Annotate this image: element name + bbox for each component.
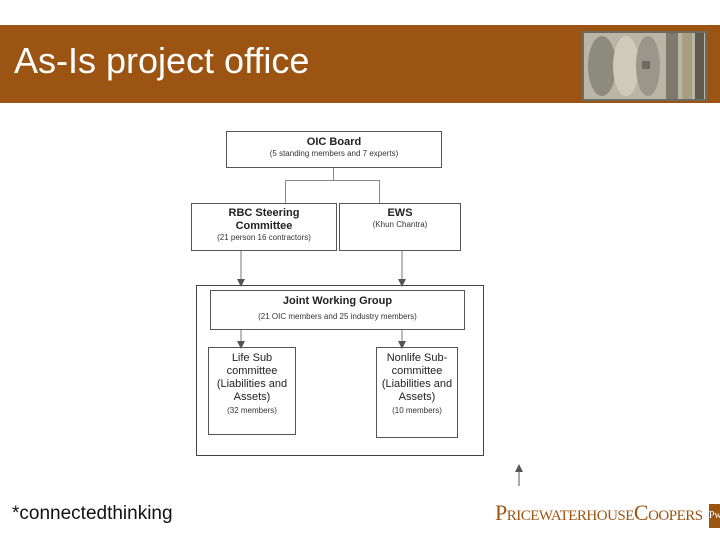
- tagline: *connectedthinking: [12, 503, 173, 524]
- pwc-logo: PricewaterhouseCoopers PwC: [495, 500, 720, 529]
- connector-horizontal: [285, 180, 380, 181]
- coins-image: [582, 31, 707, 101]
- rbc-steering-box: RBC Steering Committee (21 person 16 con…: [191, 203, 337, 251]
- pwc-logo-text: PricewaterhouseCoopers: [495, 500, 703, 525]
- oic-board-note: (5 standing members and 7 experts): [269, 149, 399, 158]
- connector-vertical-main: [333, 168, 334, 180]
- nonlife-subcommittee-box: Nonlife Sub-committee (Liabilities and A…: [376, 347, 458, 438]
- life-subcommittee-body: Life Sub committee (Liabilities and Asse…: [216, 352, 288, 403]
- oic-board-box: OIC Board (5 standing members and 7 expe…: [226, 131, 442, 168]
- life-subcommittee-note: (32 members): [227, 406, 277, 415]
- life-subcommittee-box: Life Sub committee (Liabilities and Asse…: [208, 347, 296, 435]
- connector-left-drop: [285, 180, 286, 203]
- ews-title: EWS: [387, 207, 413, 219]
- joint-working-group-title: Joint Working Group: [282, 295, 393, 307]
- ews-note: (Khun Chantra): [372, 220, 428, 229]
- joint-working-group-note: (21 OIC members and 25 industry members): [258, 312, 417, 321]
- slide-title: As-Is project office: [14, 40, 310, 81]
- working-group-container: [196, 285, 484, 456]
- nonlife-subcommittee-body: Nonlife Sub-committee (Liabilities and A…: [381, 352, 453, 403]
- pwc-logo-mark: PwC: [708, 504, 720, 529]
- connector-right-drop: [379, 180, 380, 203]
- nonlife-subcommittee-note: (10 members): [392, 406, 442, 415]
- coins-illustration: [582, 31, 707, 101]
- oic-board-title: OIC Board: [306, 136, 362, 148]
- ews-box: EWS (Khun Chantra): [339, 203, 461, 251]
- rbc-steering-title: RBC Steering Committee: [228, 207, 300, 232]
- rbc-steering-note: (21 person 16 contractors): [217, 233, 311, 242]
- joint-working-group-box: Joint Working Group (21 OIC members and …: [210, 290, 465, 330]
